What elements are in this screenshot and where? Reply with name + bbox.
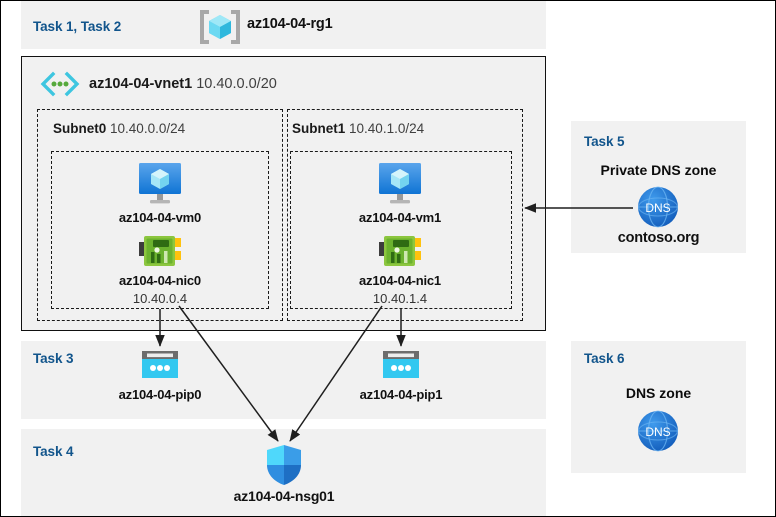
network-security-group-shield-icon: [267, 445, 301, 485]
vnet-cidr: 10.40.0.0/20: [196, 76, 277, 92]
nsg-name: az104-04-nsg01: [233, 488, 335, 504]
pip1-name: az104-04-pip1: [359, 387, 443, 402]
subnet1-name: Subnet1: [292, 121, 346, 136]
task-label-1-2: Task 1, Task 2: [33, 19, 122, 34]
subnet1-cidr: 10.40.1.0/24: [349, 121, 425, 136]
network-interface-icon: [379, 236, 421, 266]
nic0-ip: 10.40.0.4: [132, 291, 188, 306]
vnet-name: az104-04-vnet1: [89, 76, 193, 92]
public-dns-title: DNS zone: [625, 385, 692, 401]
virtual-machine-icon: [379, 163, 421, 204]
public-ip-address-icon: [142, 351, 178, 378]
nic1-name: az104-04-nic1: [359, 273, 441, 288]
dns-globe-icon: DNS: [638, 410, 678, 452]
resource-group-cube-icon: [200, 10, 240, 44]
public-ip-band: [21, 341, 546, 419]
nic0-name: az104-04-nic0: [119, 273, 201, 288]
vnet-container: [21, 56, 546, 331]
task-label-4: Task 4: [33, 444, 74, 459]
resource-group-name: az104-04-rg1: [247, 16, 333, 32]
subnet1-header: Subnet1 10.40.1.0/24: [292, 121, 424, 136]
virtual-machine-icon: [139, 163, 181, 204]
subnet0-cidr: 10.40.0.0/24: [110, 121, 186, 136]
vm0-name: az104-04-vm0: [118, 210, 202, 225]
subnet0-inner-box: [51, 151, 269, 309]
task-label-5: Task 5: [584, 134, 625, 149]
private-dns-name: contoso.org: [617, 230, 700, 246]
pip0-name: az104-04-pip0: [118, 387, 202, 402]
vm1-name: az104-04-vm1: [358, 210, 442, 225]
nic1-ip: 10.40.1.4: [372, 291, 428, 306]
virtual-network-icon: [40, 71, 80, 97]
subnet1-box: [287, 109, 523, 321]
dns-globe-icon: DNS: [638, 186, 678, 228]
vnet-header: az104-04-vnet1 10.40.0.0/20: [89, 76, 277, 92]
dns-icon-text: DNS: [645, 201, 670, 215]
network-interface-icon: [139, 236, 181, 266]
subnet1-inner-box: [290, 151, 512, 309]
task-label-6: Task 6: [584, 351, 625, 366]
dns-icon-text: DNS: [645, 425, 670, 439]
subnet0-header: Subnet0 10.40.0.0/24: [53, 121, 185, 136]
resource-group-band: [21, 1, 546, 49]
private-dns-title: Private DNS zone: [600, 162, 717, 178]
subnet0-name: Subnet0: [53, 121, 107, 136]
public-ip-address-icon: [383, 351, 419, 378]
task-label-3: Task 3: [33, 351, 74, 366]
